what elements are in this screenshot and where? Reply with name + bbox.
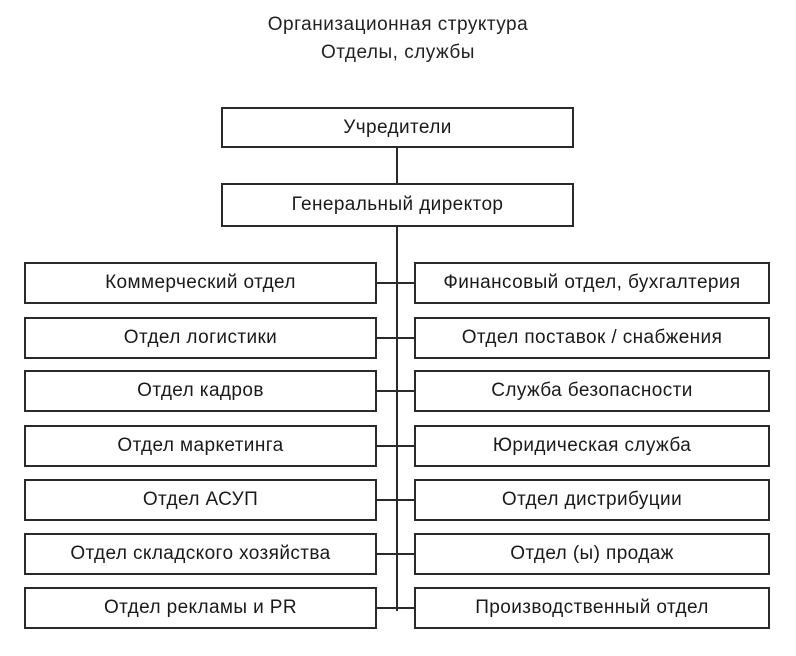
connector-left	[377, 499, 398, 501]
connector-right	[397, 445, 414, 447]
department-box-left: Отдел маркетинга	[24, 425, 377, 467]
department-box-right: Отдел поставок / снабжения	[414, 317, 770, 359]
department-box-left: Отдел складского хозяйства	[24, 533, 377, 575]
connector-founders-director	[396, 147, 398, 184]
department-box-left: Отдел АСУП	[24, 479, 377, 521]
department-box-right: Финансовый отдел, бухгалтерия	[414, 262, 770, 304]
department-box-right: Служба безопасности	[414, 370, 770, 412]
title-line-1: Организационная структура	[267, 14, 529, 35]
connector-right	[397, 337, 414, 339]
connector-right	[397, 607, 414, 609]
general-director-box: Генеральный директор	[221, 183, 574, 227]
connector-left	[377, 337, 398, 339]
department-box-right: Отдел дистрибуции	[414, 479, 770, 521]
connector-right	[397, 282, 414, 284]
department-box-right: Отдел (ы) продаж	[414, 533, 770, 575]
department-box-left: Отдел кадров	[24, 370, 377, 412]
connector-right	[397, 499, 414, 501]
connector-left	[377, 390, 398, 392]
department-box-left: Отдел логистики	[24, 317, 377, 359]
founders-box: Учредители	[221, 107, 574, 148]
department-box-left: Коммерческий отдел	[24, 262, 377, 304]
department-box-right: Юридическая служба	[414, 425, 770, 467]
connector-left	[377, 282, 398, 284]
connector-left	[377, 553, 398, 555]
connector-left	[377, 445, 398, 447]
title-line-2: Отделы, службы	[321, 42, 475, 63]
department-box-left: Отдел рекламы и PR	[24, 587, 377, 629]
connector-right	[397, 553, 414, 555]
department-box-right: Производственный отдел	[414, 587, 770, 629]
connector-left	[377, 607, 398, 609]
connector-main-trunk	[396, 226, 398, 611]
connector-right	[397, 390, 414, 392]
